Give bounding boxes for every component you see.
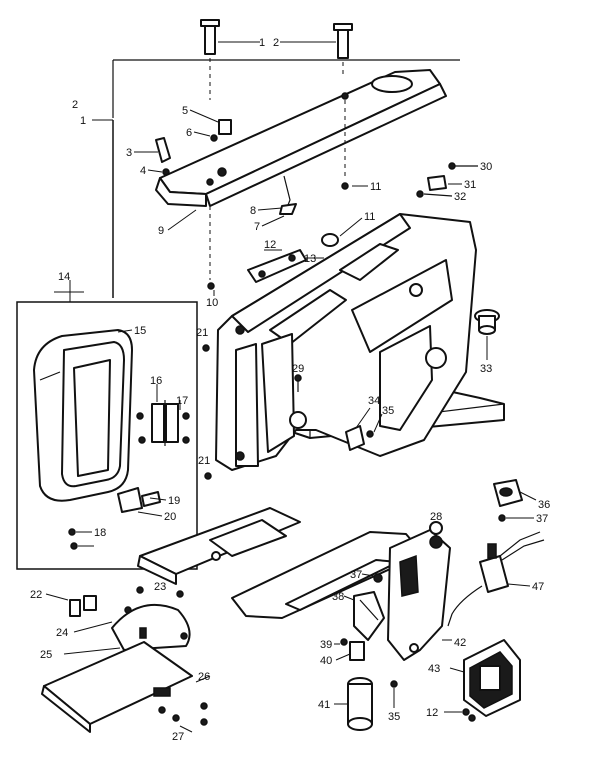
screw-30 — [448, 162, 478, 170]
screw-32 — [416, 190, 453, 198]
callout-42: 42 — [454, 637, 466, 649]
callout-35a: 35 — [382, 405, 394, 417]
screws-27 — [158, 702, 208, 726]
callout-31: 31 — [464, 179, 476, 191]
motor-43 — [463, 639, 521, 717]
screw-6 — [210, 134, 218, 142]
callout-19: 19 — [168, 495, 180, 507]
callout-4: 4 — [140, 165, 146, 177]
plug-33 — [474, 309, 500, 335]
callout-12b: 12 — [426, 707, 438, 719]
base-plate-25 — [41, 641, 193, 733]
callout-41: 41 — [318, 699, 330, 711]
callout-3: 3 — [126, 147, 132, 159]
callout-1a: 1 — [259, 37, 265, 49]
bracket-34 — [345, 425, 365, 451]
callout-9: 9 — [158, 225, 164, 237]
callout-2b: 2 — [72, 99, 78, 111]
callout-14: 14 — [58, 271, 70, 283]
callout-33: 33 — [480, 363, 492, 375]
knob-5 — [218, 119, 232, 135]
linkage-13 — [247, 249, 307, 283]
screw-4 — [162, 168, 170, 176]
screw-29 — [294, 374, 302, 392]
callout-11b: 11 — [364, 211, 375, 223]
callout-12: 12 — [264, 239, 276, 251]
callout-8: 8 — [250, 205, 256, 217]
callout-37b: 37 — [350, 569, 362, 581]
callout-35b: 35 — [388, 711, 400, 723]
callout-7: 7 — [254, 221, 260, 233]
callout-11: 11 — [370, 181, 381, 193]
lamp-socket-40 — [349, 641, 365, 661]
screw-2 — [333, 23, 353, 59]
callout-30: 30 — [480, 161, 492, 173]
callout-22: 22 — [30, 589, 42, 601]
bulb-41 — [347, 677, 373, 731]
inset-box — [16, 301, 198, 570]
top-cover — [155, 69, 447, 207]
slide-plate-24 — [111, 603, 191, 651]
callout-5: 5 — [182, 105, 188, 117]
screw-23 — [136, 586, 184, 598]
callout-20: 20 — [164, 511, 176, 523]
callout-27: 27 — [172, 731, 184, 743]
callout-26: 26 — [198, 671, 210, 683]
spring-7 — [279, 175, 297, 215]
callout-21b: 21 — [198, 455, 210, 467]
callout-17: 17 — [176, 395, 188, 407]
bushing-11 — [321, 233, 339, 247]
callout-39: 39 — [320, 639, 332, 651]
callout-23: 23 — [154, 581, 166, 593]
callout-10: 10 — [206, 297, 218, 309]
callout-38: 38 — [332, 591, 344, 603]
callout-24: 24 — [56, 627, 68, 639]
callout-25: 25 — [40, 649, 52, 661]
screw-1 — [200, 19, 220, 55]
callout-43: 43 — [428, 663, 440, 675]
callout-1b: 1 — [80, 115, 86, 127]
callout-13: 13 — [304, 253, 316, 265]
callout-15: 15 — [134, 325, 146, 337]
latch-20 — [117, 487, 161, 513]
hinge-16 — [151, 400, 179, 446]
end-cover-15 — [33, 329, 133, 502]
callout-16: 16 — [150, 375, 162, 387]
callout-28: 28 — [430, 511, 442, 523]
callout-6: 6 — [186, 127, 192, 139]
callout-29: 29 — [292, 363, 304, 375]
latch-3 — [155, 137, 171, 163]
motor-bracket-42 — [387, 529, 451, 661]
switch-47 — [447, 531, 545, 627]
callout-32: 32 — [454, 191, 466, 203]
callout-40: 40 — [320, 655, 332, 667]
cam-36 — [493, 479, 523, 507]
light-socket-38 — [353, 591, 385, 641]
callout-34: 34 — [368, 395, 380, 407]
callout-18: 18 — [94, 527, 106, 539]
callout-47: 47 — [532, 581, 544, 593]
bed-extension — [137, 507, 419, 619]
callout-37: 37 — [536, 513, 548, 525]
bushing-31 — [427, 175, 447, 191]
screw-35 — [366, 430, 374, 438]
callout-36: 36 — [538, 499, 550, 511]
screw-22 — [69, 595, 97, 617]
callout-21a: 21 — [196, 327, 208, 339]
callout-2: 2 — [273, 37, 279, 49]
